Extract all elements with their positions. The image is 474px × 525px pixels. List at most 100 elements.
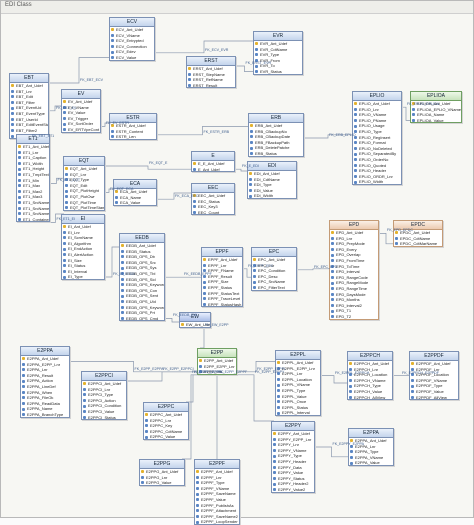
entity-field[interactable]: EPD_Overlap	[330, 252, 378, 258]
entity-field[interactable]: E2PP_Ant_Udef	[198, 358, 236, 364]
entity-field[interactable]: E2PPL_VName	[276, 382, 320, 388]
entity-field[interactable]: EPPF_FName	[202, 268, 242, 274]
entity-field[interactable]: E2PPCI_Ant_Udef	[82, 381, 126, 387]
entity-field[interactable]: EPPF_Lnr	[202, 263, 242, 269]
entity-field[interactable]: EEDB_OPS_Sys	[120, 265, 164, 271]
entity-title[interactable]: E2PPA	[21, 347, 69, 356]
entity-field[interactable]: ECV_Value	[110, 55, 154, 60]
entity-field[interactable]: E2PPA_Lnr	[21, 367, 69, 373]
entity-field[interactable]: ESTR_Content	[110, 129, 156, 135]
relationship-line[interactable]	[235, 168, 247, 172]
entity-field[interactable]: EPD_T1	[330, 308, 378, 314]
entity-field[interactable]: E2PPL_Status	[276, 405, 320, 411]
entity-field[interactable]: ET1_Min	[17, 178, 49, 184]
entity-field[interactable]: E2PPG_Ant_Udef	[140, 469, 184, 475]
entity-field[interactable]: EVR_Ant_Udef	[254, 41, 302, 47]
entity-field[interactable]: ECA_Ant_Udef	[114, 189, 156, 195]
entity-field[interactable]: EQT_PlotTime	[64, 200, 104, 206]
entity-field[interactable]: E2PPL_Ant_Udef	[276, 360, 320, 366]
entity-field[interactable]: EPD_Months	[330, 297, 378, 303]
entity-field[interactable]: EPPF_TraceLevel	[202, 296, 242, 302]
entity-field[interactable]: E2PP_E2PP_Lnr	[198, 364, 236, 370]
relationship-line[interactable]	[127, 371, 197, 382]
entity-field[interactable]: ET1_Max3	[17, 194, 49, 200]
entity-field[interactable]: E2PPCH_Ant_Udef	[348, 361, 392, 367]
entity-field[interactable]: EPLIO_RegInsert	[353, 135, 401, 141]
entity-field[interactable]: EI_EndAction	[62, 246, 104, 252]
entity-field[interactable]: EPD_RangeMode	[330, 280, 378, 286]
entity-field[interactable]: E2PPL_Once	[276, 399, 320, 405]
entity-field[interactable]: E2PPCH_Value	[348, 389, 392, 395]
entity-field[interactable]: ECV_Ant_Udef	[110, 27, 154, 33]
entity-field[interactable]: E2PPF_Value	[195, 497, 239, 503]
entity-field[interactable]: E2PPA_Ant_Udef	[349, 438, 393, 444]
entity-field[interactable]: E2PPCI_Lnr	[82, 387, 126, 393]
entity-field[interactable]: EPC_Ant_Udef	[252, 257, 296, 263]
entity-field[interactable]: EEDB_OPS_Src	[120, 260, 164, 266]
entity-field[interactable]: E2PPY_VName	[272, 448, 314, 454]
entity-field[interactable]: EVR_CdtName	[254, 47, 302, 53]
entity-field[interactable]: E2PPC_Ant_Udef	[144, 412, 188, 418]
entity-field[interactable]: EPLIOA_Value	[411, 118, 461, 122]
entity-field[interactable]: EEDB_OPS_Uid	[120, 299, 164, 305]
relationship-line[interactable]	[243, 268, 251, 278]
entity-field[interactable]: EBT_Filter2	[10, 128, 48, 134]
entity-field[interactable]: EPD_Ant_Udef	[330, 230, 378, 236]
entity-field[interactable]: EEDB_OPS_Sent	[120, 293, 164, 299]
entity-field[interactable]: EPD_RangeCode	[330, 275, 378, 281]
entity-field[interactable]: EEDB_OPS_Con	[120, 288, 164, 294]
entity-field[interactable]: ERB_CBackupDate	[249, 134, 303, 140]
entity-field[interactable]: ECV_Connection	[110, 44, 154, 50]
entity-field[interactable]: EEC_Ant_Udef	[192, 193, 234, 199]
entity-field[interactable]: EPC_Lnr	[252, 263, 296, 269]
entity-field[interactable]: ERST_Result	[187, 83, 235, 87]
entity-field[interactable]: E2PPY_Value	[272, 470, 314, 476]
entity-field[interactable]: EDI_Value	[248, 188, 296, 194]
entity-field[interactable]: EPLIO_VName	[353, 112, 401, 118]
entity-field[interactable]: E2PPDF_Value	[410, 389, 458, 395]
entity-field[interactable]: E2PPF_Attachment	[195, 508, 239, 514]
entity-field[interactable]: ERST_StepName	[187, 72, 235, 78]
entity-field[interactable]: EPLIO_Format	[353, 140, 401, 146]
relationship-line[interactable]	[105, 165, 191, 170]
entity-field[interactable]: E2PPC_Lnr	[144, 418, 188, 424]
entity-field[interactable]: ERB_FBackupPath	[249, 140, 303, 146]
entity-field[interactable]: EEC_Key3	[192, 204, 234, 210]
entity-field[interactable]: EI_Status	[62, 263, 104, 269]
entity-field[interactable]: EI_ScrnName	[62, 235, 104, 241]
entity-field[interactable]: EPLIO_Width	[353, 179, 401, 184]
entity-field[interactable]: EPD_DaysMode	[330, 292, 378, 298]
entity-field[interactable]: E2PPCH_VName	[348, 378, 392, 384]
entity-field[interactable]: EV_Value	[62, 110, 100, 116]
entity-field[interactable]: E2PPY_Value2	[272, 487, 314, 492]
entity-field[interactable]: E2PPDF_Lnr	[410, 367, 458, 373]
entity-field[interactable]: EDI_Ant_Udef	[248, 171, 296, 177]
entity-field[interactable]: E2PPC_CdtName	[144, 429, 188, 435]
entity-field[interactable]: ET1_SrcName3	[17, 211, 49, 217]
entity-title[interactable]: ECV	[110, 18, 154, 27]
entity-field[interactable]: EEC_Status	[192, 199, 234, 205]
entity-title[interactable]: E2PPL	[276, 351, 320, 360]
entity-field[interactable]: EPD_T2	[330, 314, 378, 319]
relationship-line[interactable]	[186, 374, 200, 403]
entity-field[interactable]: EBT_Lnr	[10, 89, 48, 95]
entity-title[interactable]: E	[192, 152, 234, 161]
entity-title[interactable]: ECA	[114, 180, 156, 189]
entity-field[interactable]: ECV_Edev	[110, 49, 154, 55]
entity-title[interactable]: EEC	[192, 184, 234, 193]
entity-field[interactable]: EQT_PlotOwr	[64, 194, 104, 200]
relationship-line[interactable]	[402, 106, 410, 121]
entity-field[interactable]: EQT_PlotHeight	[64, 188, 104, 194]
entity-field[interactable]: EEC_Count	[192, 210, 234, 214]
